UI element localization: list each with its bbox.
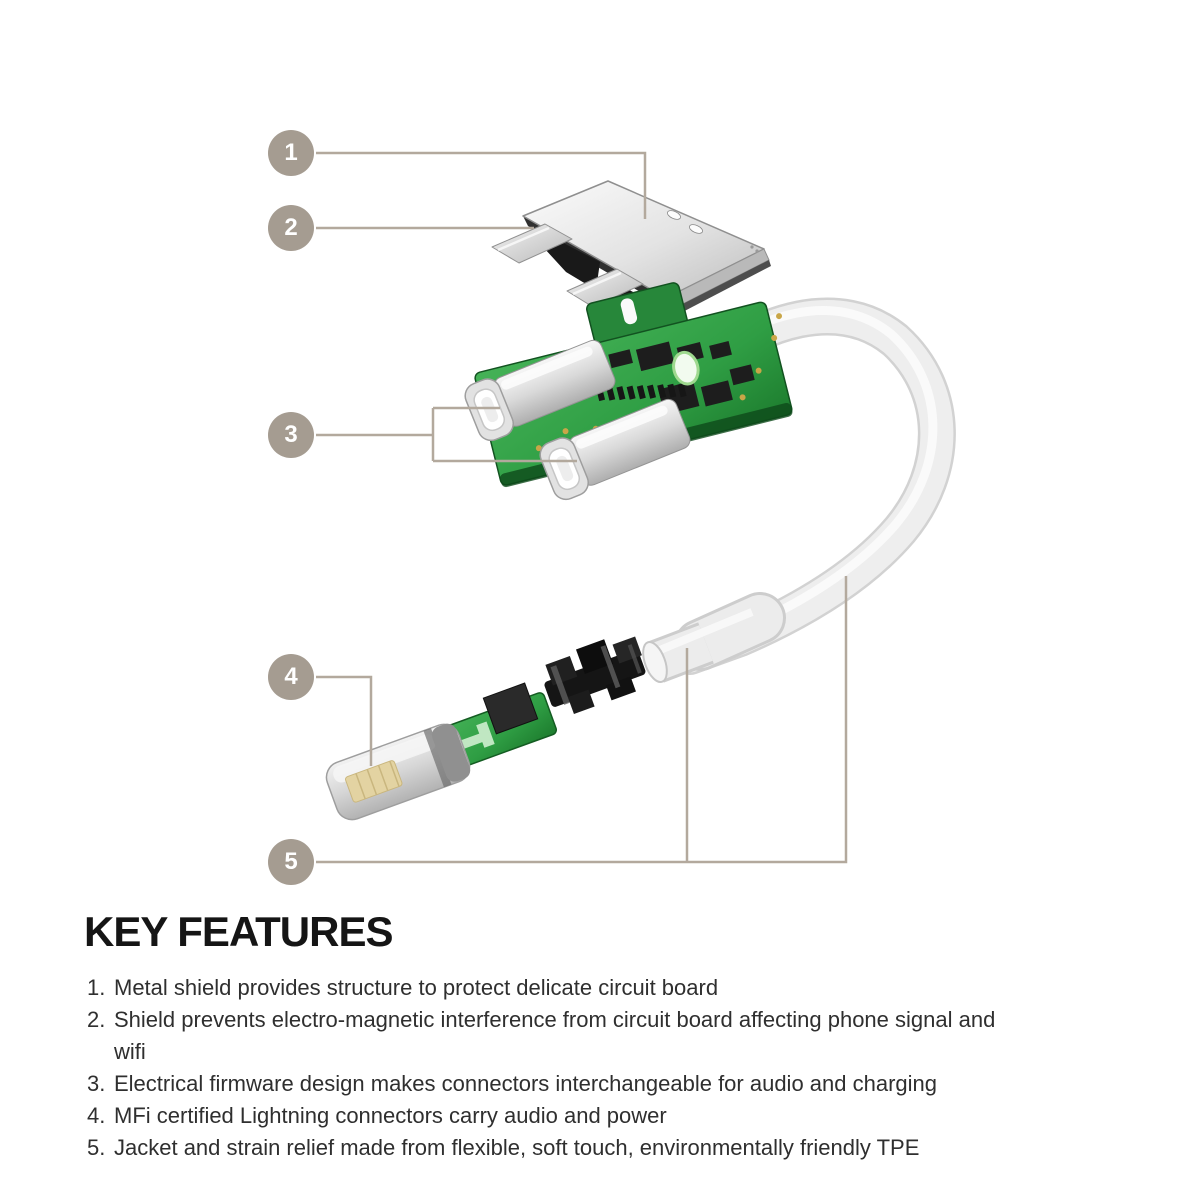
list-item-text: Metal shield provides structure to prote… bbox=[114, 975, 719, 1000]
shield-hole bbox=[667, 210, 681, 220]
main-circuit-board bbox=[464, 282, 793, 501]
callout-4: 4 bbox=[268, 654, 314, 700]
key-features-list: 1. Metal shield provides structure to pr… bbox=[87, 972, 1005, 1164]
list-item: 1. Metal shield provides structure to pr… bbox=[87, 972, 1005, 1004]
list-item: 2. Shield prevents electro-magnetic inte… bbox=[87, 1004, 1005, 1068]
metal-frame bbox=[544, 636, 646, 715]
lightning-connector-right bbox=[539, 398, 691, 501]
leader-line-3 bbox=[316, 406, 577, 463]
list-item-number: 4. bbox=[87, 1103, 106, 1128]
pcb-capacitor bbox=[672, 350, 700, 386]
list-item-text: Shield prevents electro-magnetic interfe… bbox=[114, 1007, 996, 1064]
list-item: 5. Jacket and strain relief made from fl… bbox=[87, 1132, 1005, 1164]
callout-2: 2 bbox=[268, 205, 314, 251]
emi-spring-contacts bbox=[491, 223, 644, 308]
callout-3: 3 bbox=[268, 412, 314, 458]
strain-relief bbox=[642, 592, 786, 684]
list-item-text: Jacket and strain relief made from flexi… bbox=[114, 1135, 920, 1160]
key-features-heading: KEY FEATURES bbox=[84, 908, 393, 955]
lightning-connector-left bbox=[464, 339, 616, 442]
gold-contact-pad bbox=[345, 760, 403, 803]
list-item-number: 1. bbox=[87, 975, 106, 1000]
list-item-text: Electrical firmware design makes connect… bbox=[114, 1071, 938, 1096]
leader-lines bbox=[316, 151, 848, 864]
list-item-number: 5. bbox=[87, 1135, 106, 1160]
callout-5: 5 bbox=[268, 839, 314, 885]
leader-line-4 bbox=[316, 675, 373, 766]
lightning-connector-tip bbox=[325, 723, 471, 821]
list-item-number: 3. bbox=[87, 1071, 106, 1096]
leader-line-5 bbox=[316, 576, 848, 864]
exploded-view-illustration bbox=[316, 151, 956, 864]
leader-line-1 bbox=[316, 151, 647, 219]
list-item: 3. Electrical firmware design makes conn… bbox=[87, 1068, 1005, 1100]
list-item: 4. MFi certified Lightning connectors ca… bbox=[87, 1100, 1005, 1132]
shield-hole bbox=[689, 224, 703, 234]
list-item-text: MFi certified Lightning connectors carry… bbox=[114, 1103, 667, 1128]
callout-1: 1 bbox=[268, 130, 314, 176]
metal-shield bbox=[491, 180, 771, 338]
list-item-number: 2. bbox=[87, 1007, 106, 1032]
cable bbox=[642, 297, 956, 684]
shield-clip-left bbox=[544, 235, 600, 290]
